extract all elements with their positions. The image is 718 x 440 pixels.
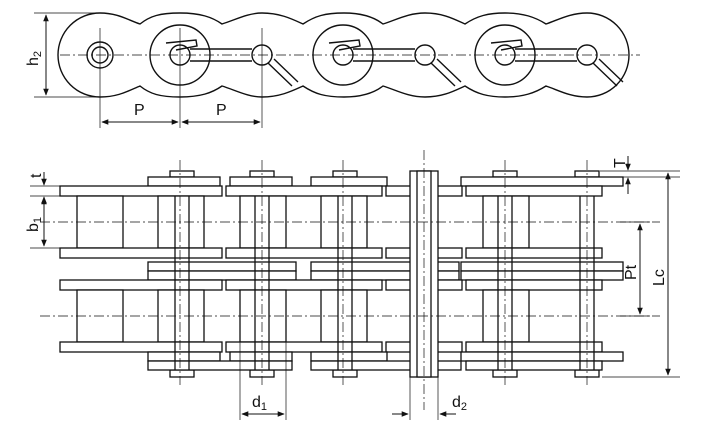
side-view-extension-lines — [30, 170, 680, 420]
side-view-dimensions — [41, 156, 671, 417]
label-h2: h2 — [25, 51, 44, 66]
label-Pt: Pt — [623, 264, 640, 280]
cotter-tail — [267, 58, 299, 87]
label-T: T — [612, 158, 629, 168]
outer-plate — [229, 176, 293, 187]
inner-plate — [465, 279, 603, 291]
label-Lc: Lc — [651, 269, 668, 286]
outer-plate — [147, 176, 221, 187]
pin-head — [332, 170, 358, 178]
pin-head — [169, 170, 195, 178]
pin-shank — [174, 196, 595, 370]
middle-plate — [147, 261, 297, 272]
label-p-left: P — [134, 102, 145, 119]
inner-plate — [225, 247, 383, 259]
cotter-clip — [165, 39, 198, 51]
top-view-dimensions — [43, 14, 261, 125]
label-d2: d2 — [452, 394, 467, 413]
outer-plate — [229, 351, 293, 362]
outer-plate — [310, 351, 388, 362]
inner-plate — [465, 247, 603, 259]
cotter-tail — [592, 58, 624, 87]
middle-plate — [460, 270, 624, 281]
side-view-centerlines — [40, 150, 660, 410]
inner-plate — [59, 279, 223, 291]
outer-plate — [147, 360, 293, 371]
cotter-clip — [328, 39, 361, 51]
link-plate-outline — [57, 12, 630, 98]
inner-plate — [59, 341, 223, 353]
outer-plate — [147, 351, 221, 362]
connecting-link-pin — [416, 170, 432, 378]
label-b1: b1 — [25, 217, 44, 232]
cotter-clip — [490, 39, 523, 51]
middle-plate — [147, 270, 297, 281]
inner-plate — [225, 279, 383, 291]
outer-plate — [310, 360, 462, 371]
inner-plate — [225, 185, 383, 197]
pin-head — [332, 369, 358, 378]
inner-plate — [59, 247, 223, 259]
pin-head — [169, 369, 195, 378]
outer-plate — [310, 176, 388, 187]
plate-connect-line — [190, 48, 577, 62]
label-t: t — [28, 173, 45, 178]
inner-plate — [465, 341, 603, 353]
label-p-right: P — [216, 102, 227, 119]
outer-plate — [460, 176, 624, 187]
middle-plate — [310, 270, 460, 281]
label-d1: d1 — [252, 394, 267, 413]
outer-plate — [465, 360, 603, 371]
outer-plate — [460, 351, 624, 362]
middle-plate — [460, 261, 624, 272]
top-view-centerlines — [34, 12, 640, 128]
inner-plate — [59, 185, 223, 197]
side-view — [59, 170, 624, 378]
inner-plate — [225, 341, 383, 353]
cotter-tail — [430, 58, 462, 87]
inner-plate — [465, 185, 603, 197]
